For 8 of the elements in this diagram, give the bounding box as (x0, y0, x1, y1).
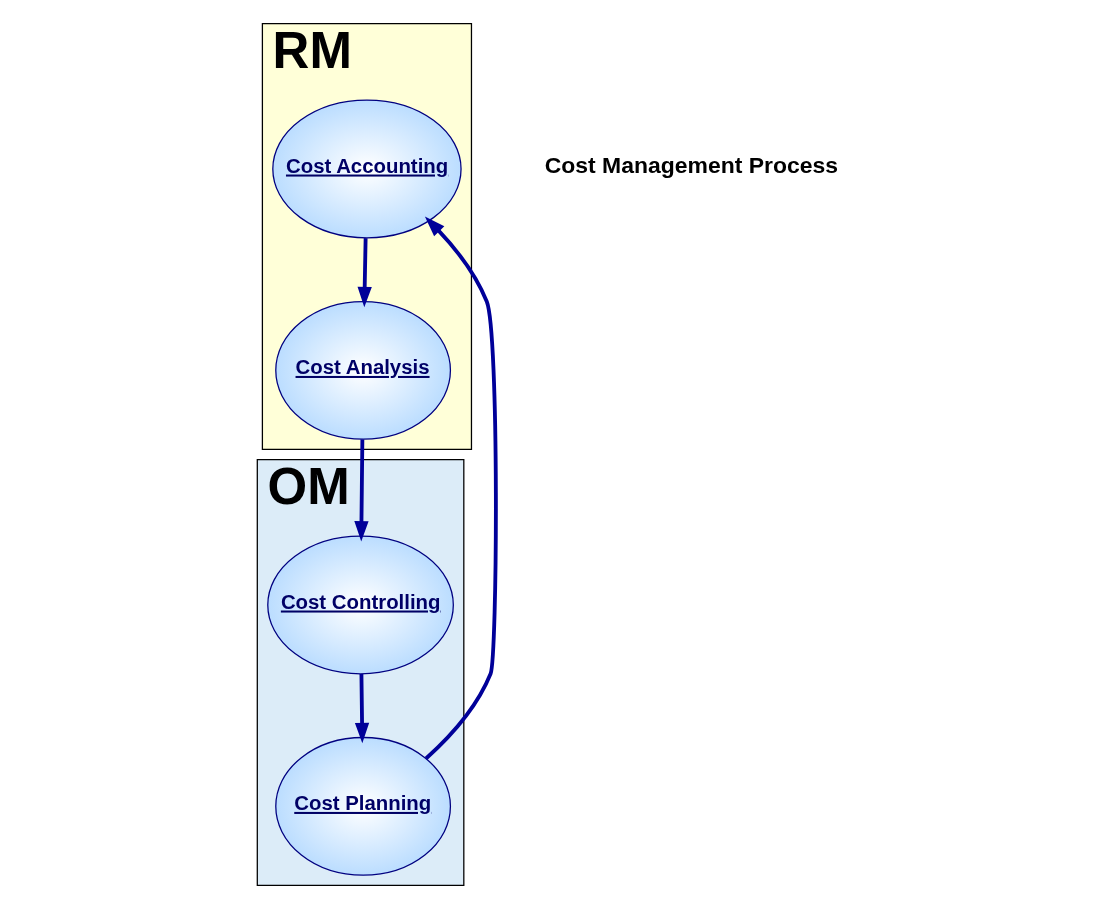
node-ellipse: Cost Analysis (274, 300, 451, 440)
arrow (354, 674, 369, 744)
arrow (424, 216, 498, 760)
node-ellipse: Cost Planning (274, 736, 451, 876)
arrow (357, 238, 372, 308)
label: Cost Management Process (544, 152, 838, 179)
node-ellipse: Cost Controlling (266, 535, 454, 675)
arrow (353, 439, 369, 542)
